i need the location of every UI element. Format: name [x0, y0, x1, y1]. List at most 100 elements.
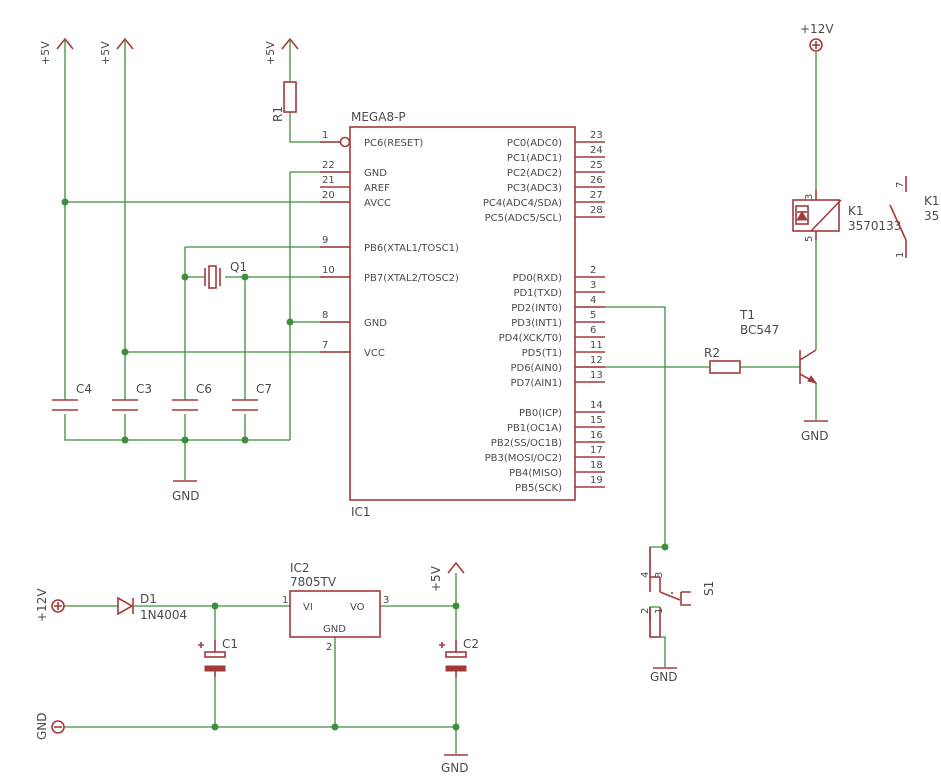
ic1-pin-number: 7: [322, 340, 328, 351]
ic2-num-out: 3: [383, 595, 389, 606]
ic1-pin-number: 16: [590, 430, 603, 441]
ic1-pin-number: 8: [322, 310, 328, 321]
supply-12v-relay: +12V: [800, 22, 834, 52]
ic1-pin-name: PC5(ADC5/SCL): [485, 213, 562, 224]
ic1-pin-name: PB6(XTAL1/TOSC1): [364, 243, 459, 254]
c6-label: C6: [196, 382, 212, 396]
supply-5v-output-label: +5V: [429, 565, 443, 592]
ic2-pin-gnd: GND: [323, 624, 346, 635]
ic1-pin-number: 2: [590, 265, 596, 276]
ic1-pin-name: PC6(RESET): [364, 138, 423, 149]
ic1-pin-number: 26: [590, 175, 603, 186]
ic1-pin-name: PC4(ADC4/SDA): [483, 198, 562, 209]
ic1-pin-name: PD5(T1): [522, 348, 562, 359]
resistor-r2: R2: [704, 346, 741, 374]
ic1-pin-name: GND: [364, 168, 387, 179]
ic1-pin-number: 1: [322, 130, 328, 141]
switch-pin-d: 1: [654, 608, 665, 614]
t1-ref-label: T1: [739, 308, 755, 322]
capacitor-c2: C2: [439, 637, 479, 677]
ic1-pin-number: 9: [322, 235, 328, 246]
ic1-ref-label: IC1: [351, 505, 371, 519]
ic1-pin-number: 23: [590, 130, 603, 141]
d1-part-label: 1N4004: [140, 608, 187, 622]
ic1-pin-number: 22: [322, 160, 335, 171]
relay-k1-coil: 3 5 K1 3570133: [792, 190, 901, 242]
gnd-caps-label: GND: [172, 489, 200, 503]
contact-pin-bottom: 1: [895, 252, 906, 258]
c1-label: C1: [222, 637, 238, 651]
ic1-pin-number: 15: [590, 415, 603, 426]
switch-pin-b: 3: [654, 572, 665, 578]
ic1-pin-number: 28: [590, 205, 603, 216]
ic1-pin-number: 6: [590, 325, 596, 336]
gnd-t1-label: GND: [801, 429, 829, 443]
k1-contact-ref-label: K1: [924, 194, 940, 208]
ic1-pin-number: 21: [322, 175, 335, 186]
supply-12v-relay-label: +12V: [800, 22, 834, 36]
k1-contact-part-label: 35: [924, 209, 939, 223]
ic2-ref-label: IC2: [290, 561, 310, 575]
ic1-mega8: MEGA8-P IC1 1PC6(RESET)22GND21AREF20AVCC…: [320, 110, 605, 519]
ground-input: GND: [35, 712, 65, 740]
ic1-pin-name: GND: [364, 318, 387, 329]
k1-ref-label: K1: [848, 204, 864, 218]
ic1-pin-name: PB2(SS/OC1B): [491, 438, 562, 449]
q1-label: Q1: [230, 260, 247, 274]
ic1-pin-name: PD6(AIN0): [510, 363, 562, 374]
ic2-pin-vo: VO: [350, 602, 365, 613]
ic1-pin-number: 27: [590, 190, 603, 201]
diode-d1: D1 1N4004: [117, 592, 187, 622]
ic1-pin-name: PD7(AIN1): [510, 378, 562, 389]
ic1-pin-number: 24: [590, 145, 603, 156]
ic1-pin-number: 12: [590, 355, 603, 366]
ic1-pin-name: PB5(SCK): [515, 483, 562, 494]
ic1-pin-name: PD4(XCK/T0): [499, 333, 562, 344]
supply-5v-c4: +5V: [39, 37, 74, 65]
contact-pin-top: 7: [895, 182, 906, 188]
ic1-pin-name: PC2(ADC2): [507, 168, 562, 179]
c4-label: C4: [76, 382, 92, 396]
relay-pin-top: 3: [804, 194, 815, 200]
ic1-pin-name: AREF: [364, 183, 390, 194]
supply-12v-input: +12V: [35, 588, 65, 622]
supply-5v-c3-label: +5V: [99, 41, 112, 65]
capacitor-c6: C6: [172, 382, 212, 411]
ground-symbol-power: GND: [441, 754, 469, 775]
ic1-pin-number: 13: [590, 370, 603, 381]
t1-part-label: BC547: [740, 323, 779, 337]
supply-5v-c3: +5V: [99, 37, 134, 65]
supply-5v-r1-label: +5V: [264, 41, 277, 65]
switch-pin-c: 2: [640, 608, 651, 614]
ic1-pin-name: AVCC: [364, 198, 391, 209]
ic1-pin-name: PB1(OC1A): [507, 423, 562, 434]
capacitor-c3: C3: [112, 382, 152, 411]
capacitor-c1: C1: [198, 637, 238, 677]
ic1-pin-number: 20: [322, 190, 335, 201]
ic1-pin-name: PC3(ADC3): [507, 183, 562, 194]
ic1-pin-name: PD0(RXD): [513, 273, 562, 284]
switch-s1: 4 3 2 1 S1: [640, 547, 716, 638]
capacitor-c4: C4: [52, 382, 92, 411]
ic1-right-pins: 23PC0(ADC0)24PC1(ADC1)25PC2(ADC2)26PC3(A…: [483, 130, 605, 494]
capacitor-c7: C7: [232, 382, 272, 411]
ground-symbol-s1: GND: [650, 667, 678, 684]
